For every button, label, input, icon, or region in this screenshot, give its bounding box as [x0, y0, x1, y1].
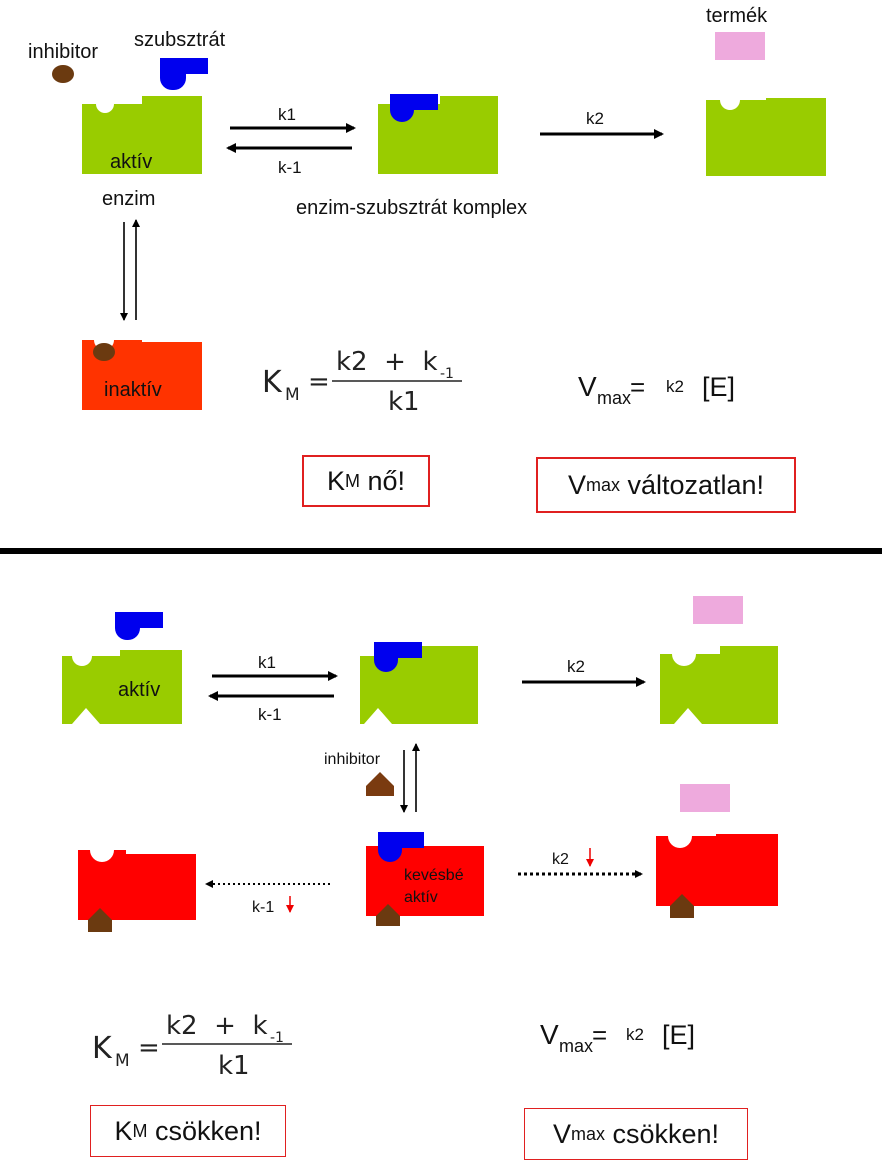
km-formula-top: K M = k2 + k -1 k1	[262, 347, 462, 417]
vmax-result-symbol-top: V	[567, 469, 586, 500]
vmax-result-text-top: változatlan!	[619, 469, 765, 500]
es-complex-enzyme-bottom	[360, 646, 478, 724]
substrate-molecule-top	[160, 58, 208, 90]
es-complex-label: enzim-szubsztrát komplex	[296, 197, 527, 219]
free-enzyme-bottom	[660, 646, 778, 724]
es-complex-substrate-top	[390, 94, 438, 122]
k2-slow-label: k2	[552, 851, 569, 868]
km-denominator-bottom: k1	[218, 1051, 250, 1081]
km-result-sub-top: M	[344, 470, 360, 491]
vmax-symbol-sub-top: max	[597, 388, 631, 408]
enzyme-label-top: enzim	[102, 188, 155, 210]
panel-divider	[0, 548, 882, 554]
vmax-symbol-sub-bottom: max	[559, 1036, 593, 1056]
vmax-result-sub-bottom: max	[570, 1123, 605, 1144]
km-numerator-bottom: k2 + k	[166, 1011, 268, 1041]
bound-inhibitor-right	[670, 894, 694, 918]
km-symbol-sub-top: M	[285, 385, 300, 405]
km-result-sub-bottom: M	[132, 1120, 148, 1141]
product-molecule-bottom-2	[680, 784, 730, 812]
km-numerator-sub-bottom: -1	[270, 1030, 284, 1046]
km-formula-bottom: K M = k2 + k -1 k1	[92, 1011, 292, 1081]
vmax-result-symbol-bottom: V	[552, 1118, 571, 1149]
vmax-k2-top: k2	[666, 377, 684, 396]
inactive-label-top: inaktív	[104, 379, 162, 401]
vmax-formula-bottom: V max = k2 [E]	[540, 1019, 695, 1056]
product-molecule-bottom-1	[693, 596, 743, 624]
less-active-complex-substrate	[378, 832, 424, 862]
km-result-text-top: nő!	[359, 465, 406, 496]
free-enzyme-top	[706, 98, 826, 176]
inhibitor-label-top: inhibitor	[28, 41, 98, 63]
k1-label-bottom: k1	[258, 653, 276, 672]
k2-label-top: k2	[586, 109, 604, 128]
active-enzyme-bottom	[62, 650, 182, 724]
vmax-formula-top: V max = k2 [E]	[578, 371, 735, 408]
vmax-e-top: [E]	[702, 372, 735, 402]
less-active-label-1: kevésbé	[404, 867, 464, 884]
km-eq-bottom: =	[138, 1033, 160, 1063]
k2-label-bottom: k2	[567, 657, 585, 676]
vmax-symbol-top: V	[578, 371, 597, 402]
vmax-eq-bottom: =	[592, 1020, 607, 1050]
km-result-symbol-bottom: K	[114, 1115, 133, 1146]
less-active-complex-enzyme	[366, 846, 484, 916]
substrate-label-top: szubsztrát	[134, 29, 226, 51]
less-active-label-2: aktív	[404, 889, 438, 906]
vmax-result-text-bottom: csökken!	[604, 1118, 720, 1149]
km-result-symbol-top: K	[326, 465, 345, 496]
km-result-text-bottom: csökken!	[147, 1115, 262, 1146]
es-complex-substrate-bottom	[374, 642, 422, 672]
vmax-symbol-bottom: V	[540, 1019, 559, 1050]
vmax-eq-top: =	[630, 372, 645, 402]
inhibitor-molecule-top	[52, 65, 74, 83]
k1-label-top: k1	[278, 105, 296, 124]
km-numerator-top: k2 + k	[336, 347, 438, 377]
km-symbol-bottom: K	[92, 1031, 113, 1066]
inhibitor-label-bottom: inhibitor	[324, 751, 381, 768]
vmax-result-sub-top: max	[585, 474, 620, 495]
inhibitor-molecule-bottom	[366, 772, 394, 796]
km1-label-top: k-1	[278, 158, 302, 177]
vmax-k2-bottom: k2	[626, 1025, 644, 1044]
product-label-top: termék	[706, 5, 768, 27]
bound-inhibitor-left	[88, 908, 112, 932]
km1-slow-label: k-1	[252, 899, 274, 916]
km-symbol-sub-bottom: M	[115, 1051, 130, 1071]
inhibited-enzyme-left	[78, 850, 196, 920]
bound-inhibitor-top	[93, 343, 115, 361]
km-eq-top: =	[308, 367, 330, 397]
vmax-e-bottom: [E]	[662, 1020, 695, 1050]
active-label-top: aktív	[110, 151, 152, 173]
km-symbol-top: K	[262, 365, 283, 400]
km-numerator-sub-top: -1	[440, 366, 454, 382]
product-molecule-top	[715, 32, 765, 60]
active-label-bottom: aktív	[118, 679, 160, 701]
km1-label-bottom: k-1	[258, 705, 282, 724]
active-enzyme-top	[82, 96, 202, 174]
substrate-molecule-bottom	[114, 612, 163, 641]
inhibited-enzyme-right	[656, 834, 778, 906]
km-denominator-top: k1	[388, 387, 420, 417]
bound-inhibitor-center	[376, 904, 400, 926]
